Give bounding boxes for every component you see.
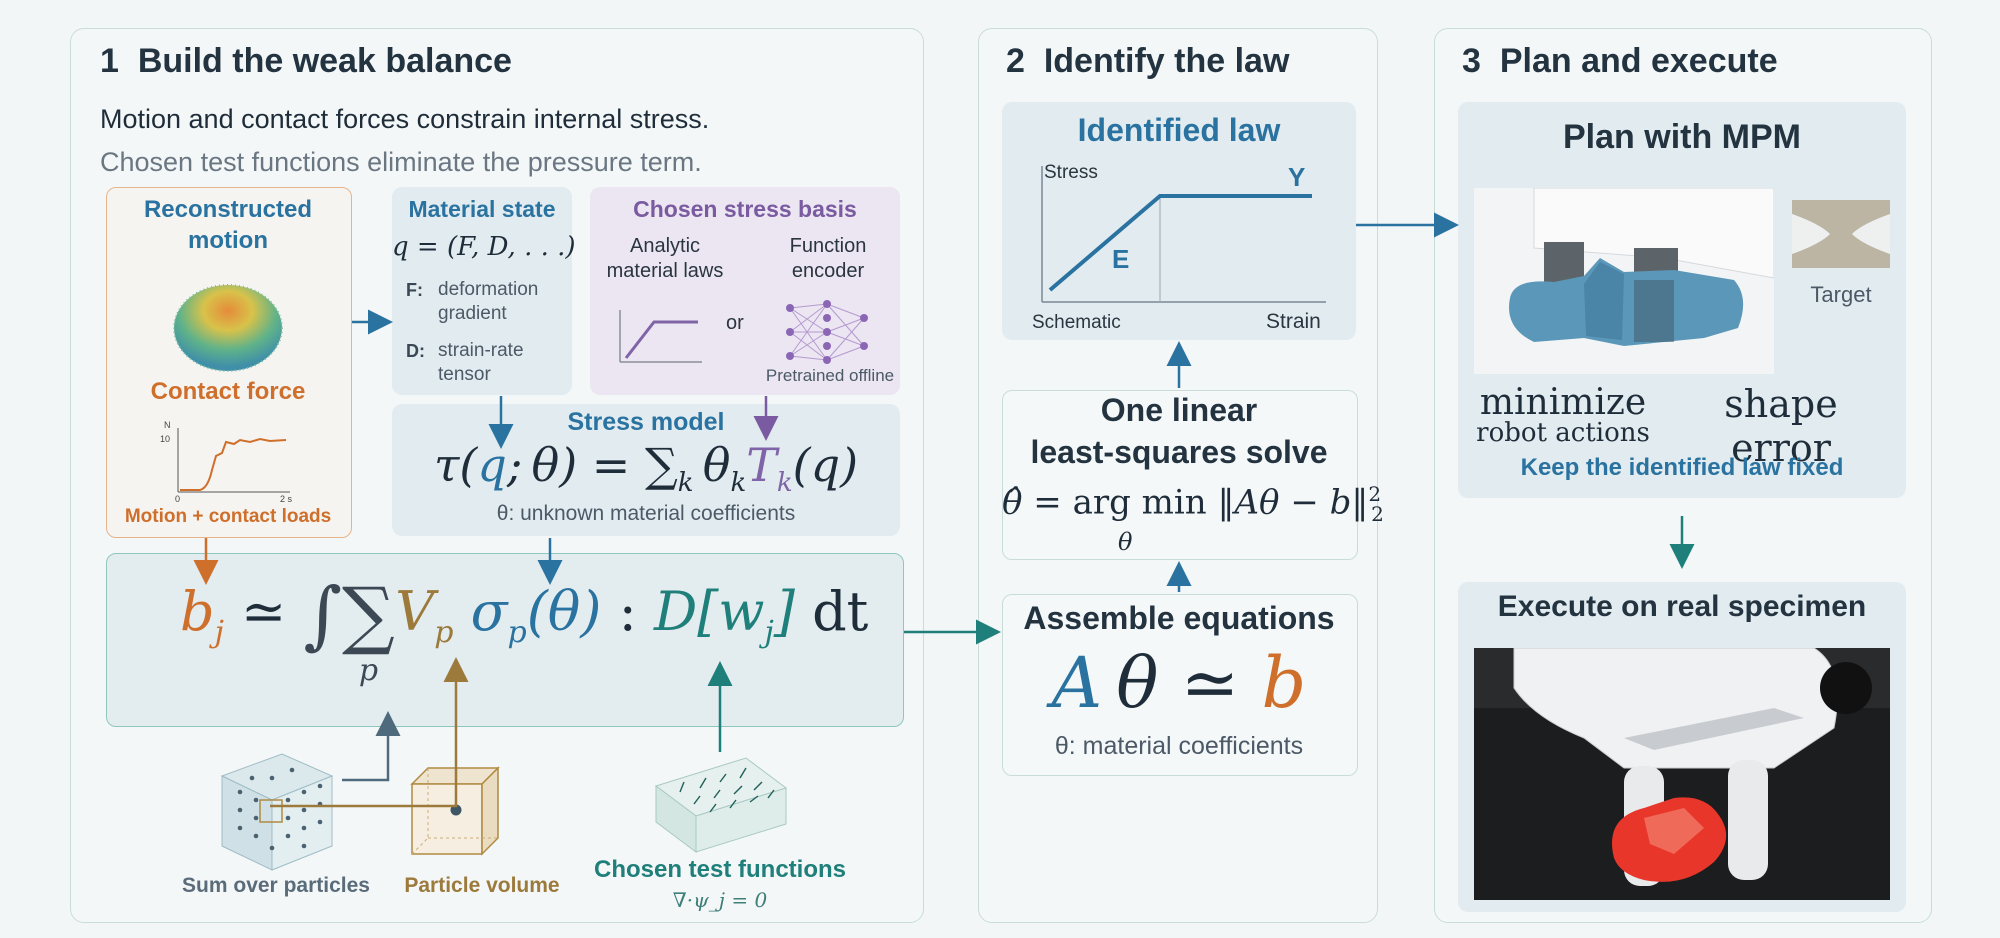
real-specimen-photo xyxy=(1474,648,1890,900)
motion-contact-loads-label: Motion + contact loads xyxy=(124,506,332,527)
chart-E-label: E xyxy=(1112,244,1129,274)
mpm-simulation-render xyxy=(1474,188,1774,374)
target-shape-icon xyxy=(1792,200,1890,268)
stress-basis-box xyxy=(590,187,900,395)
analytic-laws-label: Analytic material laws xyxy=(606,235,724,282)
point-cloud-icon xyxy=(173,284,283,372)
d-key: D: xyxy=(406,341,425,361)
shape-error-label: shape error xyxy=(1724,382,1838,470)
chart-Y-label: Y xyxy=(1288,162,1305,192)
stress-basis-title: Chosen stress basis xyxy=(633,196,857,222)
assemble-equations-caption: θ: material coefficients xyxy=(1054,732,1304,760)
f-key: F: xyxy=(406,280,423,300)
reconstructed-motion-title: Reconstructed motion xyxy=(143,196,313,254)
material-state-title: Material state xyxy=(408,196,556,222)
test-functions-subscript: ∇·ψ_j = 0 xyxy=(672,888,768,912)
particle-volume-label: Particle volume xyxy=(404,874,560,897)
panel1-number: 1 xyxy=(100,42,119,80)
function-encoder-label: Function encoder xyxy=(789,235,867,282)
panel3-title: 3 Plan and execute xyxy=(1462,42,1778,81)
assemble-equations-formula: A θ ≃ b xyxy=(1051,642,1307,724)
assemble-equations-title: Assemble equations xyxy=(1023,600,1335,636)
weak-balance-box xyxy=(106,553,904,727)
panel2-number: 2 xyxy=(1006,42,1025,80)
test-functions-icon xyxy=(654,757,788,853)
panel1-title-text: Build the weak balance xyxy=(137,42,512,80)
stress-model-caption: θ: unknown material coefficients xyxy=(496,502,796,525)
force-plot-ytick: 10 xyxy=(160,434,170,444)
chart-schematic-label: Schematic xyxy=(1032,312,1121,332)
execute-title: Execute on real specimen xyxy=(1497,590,1867,623)
pretrained-offline-label: Pretrained offline xyxy=(765,366,895,385)
chart-stress-label: Stress xyxy=(1044,162,1098,183)
neural-network-icon xyxy=(786,300,868,364)
panel1-line2: Chosen test functions eliminate the pres… xyxy=(100,147,702,177)
panel2-title-text: Identify the law xyxy=(1043,42,1290,80)
particles-cube-icon xyxy=(220,753,334,871)
force-plot-unit: N xyxy=(164,420,171,430)
material-state-box xyxy=(392,187,572,395)
panel1-title: 1 Build the weak balance xyxy=(100,42,512,81)
minimize-label: minimize xyxy=(1479,382,1647,423)
d-desc: strain-rate tensor xyxy=(438,340,524,385)
plan-mpm-title: Plan with MPM xyxy=(1563,118,1801,156)
panel1-line1: Motion and contact forces constrain inte… xyxy=(100,104,710,134)
panel2-title: 2 Identify the law xyxy=(1006,42,1289,81)
least-squares-equation: θ̂ = arg min ‖Aθ − b‖22 xyxy=(1002,482,1384,527)
chart-strain-label: Strain xyxy=(1266,310,1321,332)
panel3-title-text: Plan and execute xyxy=(1499,42,1778,80)
f-desc: deformation gradient xyxy=(438,279,539,324)
least-squares-argmin-subscript: θ xyxy=(1118,528,1133,556)
stress-model-title: Stress model xyxy=(567,408,725,436)
analytic-law-icon xyxy=(619,310,702,363)
identified-law-title: Identified law xyxy=(1077,112,1281,148)
panel3-number: 3 xyxy=(1462,42,1481,80)
force-plot-xend: 2 s xyxy=(280,494,293,502)
assemble-equations-box xyxy=(1002,594,1358,776)
test-functions-label: Chosen test functions xyxy=(593,856,846,883)
identified-law-box xyxy=(1002,102,1356,340)
least-squares-line1: One linear xyxy=(1100,392,1258,428)
stress-model-equation: τ(q; θ) = ∑k θkTk(q) xyxy=(433,438,859,499)
least-squares-box xyxy=(1002,390,1358,560)
force-plot-xstart: 0 xyxy=(175,494,180,502)
weak-balance-equation: bj ≃ ∫∑p Vp σp(θ) : D[wj] dt xyxy=(180,572,869,688)
target-label: Target xyxy=(1810,282,1872,307)
keep-law-fixed-label: Keep the identified law fixed xyxy=(1520,454,1844,481)
identified-law-chart: Stress Strain Schematic E Y xyxy=(1032,162,1326,332)
sum-over-particles-label: Sum over particles xyxy=(182,874,370,897)
stress-model-box xyxy=(392,404,900,536)
contact-force-title: Contact force xyxy=(150,378,306,405)
least-squares-line2: least-squares solve xyxy=(1030,434,1328,470)
material-state-formula: q = (F, D, . . .) xyxy=(392,232,576,262)
robot-actions-label: robot actions xyxy=(1476,418,1650,448)
force-plot: N 10 0 2 s xyxy=(160,420,293,502)
or-label: or xyxy=(726,312,744,334)
